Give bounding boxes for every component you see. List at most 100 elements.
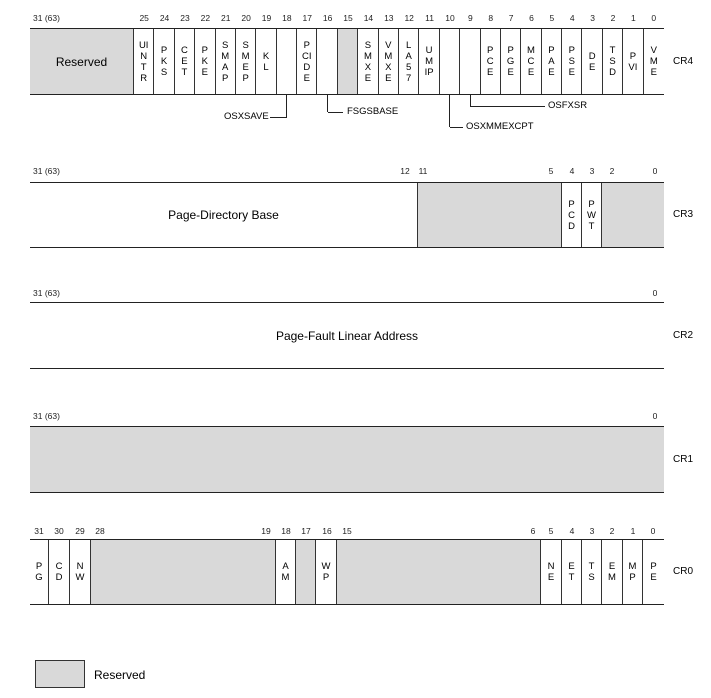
bit-number-label: 5 [548, 166, 554, 176]
field-de: DE [582, 29, 603, 94]
field-mp: MP [623, 540, 643, 604]
callout-leader-line [470, 106, 545, 107]
field-label: LA57 [405, 39, 412, 84]
bit-number-label: 6 [529, 13, 534, 23]
bit-number-label: 0 [650, 526, 656, 536]
field-label: TS [588, 561, 595, 583]
bit-number-label: 11 [418, 166, 428, 176]
bit-number-label: 9 [467, 13, 473, 23]
bit-number-label: 0 [651, 13, 657, 23]
bit-number-label: 4 [569, 13, 575, 23]
field-label: WP [321, 561, 331, 583]
register-name: CR3 [673, 209, 694, 220]
field-pwt: PWT [582, 183, 602, 247]
field-kl: KL [256, 29, 277, 94]
bit-number-label: 24 [159, 13, 170, 23]
field-pcd: PCD [562, 183, 582, 247]
bit-number-label: 5 [549, 13, 555, 23]
bit-number-label: 3 [590, 13, 596, 23]
legend-reserved-swatch [35, 660, 85, 688]
field-et: ET [562, 540, 582, 604]
field-label: CD [55, 561, 63, 583]
bit-number-label: 19 [261, 13, 272, 23]
field-cet: CET [174, 29, 196, 94]
field-em: EM [602, 540, 623, 604]
field-smep: SMEP [235, 29, 257, 94]
field-pe: PE [643, 540, 664, 604]
field-label: UINTR [138, 39, 149, 84]
field-bit-9 [460, 29, 481, 94]
field-smap: SMAP [215, 29, 236, 94]
field-vme: VME [643, 29, 664, 94]
callout-leader-line [449, 95, 451, 127]
bit-number-label: 18 [281, 526, 291, 536]
field-label: VME [649, 45, 658, 78]
bit-number-label: 14 [363, 13, 374, 23]
bit-number-label: 23 [180, 13, 190, 23]
field-label: PSE [568, 45, 575, 78]
field-pke: PKE [195, 29, 216, 94]
bit-number-label: 31 (63) [33, 166, 60, 176]
field-tsd: TSD [602, 29, 624, 94]
field-pvi: PVI [623, 29, 644, 94]
register-name: CR0 [673, 566, 694, 577]
field-label: DE [588, 50, 596, 73]
field-pse: PSE [562, 29, 583, 94]
field-label: PKS [160, 45, 168, 78]
bit-number-label: 3 [589, 166, 595, 176]
field-ts: TS [582, 540, 602, 604]
field-ne: NE [541, 540, 562, 604]
field-label: SMXE [363, 39, 372, 84]
register-name: CR1 [673, 453, 694, 465]
callout-leader-line [286, 95, 288, 117]
bit-number-label: 17 [301, 526, 311, 536]
field-reserved [30, 427, 664, 492]
bit-number-label: 31 [34, 526, 44, 536]
bit-number-label: 0 [652, 166, 658, 176]
field-label: NW [75, 561, 85, 583]
callout-leader-line [270, 117, 287, 118]
register-cr1 [30, 426, 664, 493]
field-umip: UMIP [419, 29, 440, 94]
callout-leader-line [327, 112, 343, 113]
register-name: CR2 [673, 329, 694, 341]
bit-number-label: 3 [589, 526, 595, 536]
bit-number-label: 8 [488, 13, 494, 23]
bit-number-label: 2 [610, 13, 616, 23]
bit-number-label: 31 (63) [33, 13, 60, 23]
bit-number-label: 17 [302, 13, 312, 23]
bit-number-label: 30 [54, 526, 64, 536]
field-reserved: Reserved [30, 29, 134, 94]
field-label: PCD [568, 198, 575, 232]
field-wp: WP [316, 540, 337, 604]
legend-reserved-label: Reserved [94, 668, 146, 682]
field-label: PKE [201, 45, 208, 78]
field-label: Reserved [55, 54, 108, 69]
field-label: NE [547, 561, 555, 583]
field-nw: NW [70, 540, 91, 604]
field-label: PE [650, 561, 657, 583]
bit-number-label: 28 [95, 526, 105, 536]
bit-number-label: 1 [630, 526, 636, 536]
bit-number-label: 11 [425, 13, 434, 23]
callout-osxsave: OSXSAVE [224, 111, 269, 122]
field-label: Page-Directory Base [168, 208, 279, 222]
field-label: Page-Fault Linear Address [275, 328, 419, 343]
bit-number-label: 5 [548, 526, 554, 536]
field-label: PCIDE [302, 39, 312, 84]
field-label: MP [628, 561, 637, 583]
bit-number-label: 18 [282, 13, 292, 23]
register-cr3: Page-Directory Base PCD PWT [30, 182, 664, 248]
field-label: SMEP [241, 39, 250, 84]
field-label: MCE [527, 45, 535, 78]
field-label: TSD [609, 45, 616, 78]
field-label: KL [262, 50, 270, 73]
field-label: VMXE [384, 39, 393, 84]
register-cr2: Page-Fault Linear Address [30, 302, 664, 369]
field-am: AM [276, 540, 296, 604]
field-pg: PG [30, 540, 49, 604]
field-label: PGE [506, 45, 515, 78]
callout-fsgsbase: FSGSBASE [347, 106, 399, 117]
field-mce: MCE [521, 29, 542, 94]
field-pge: PGE [500, 29, 522, 94]
